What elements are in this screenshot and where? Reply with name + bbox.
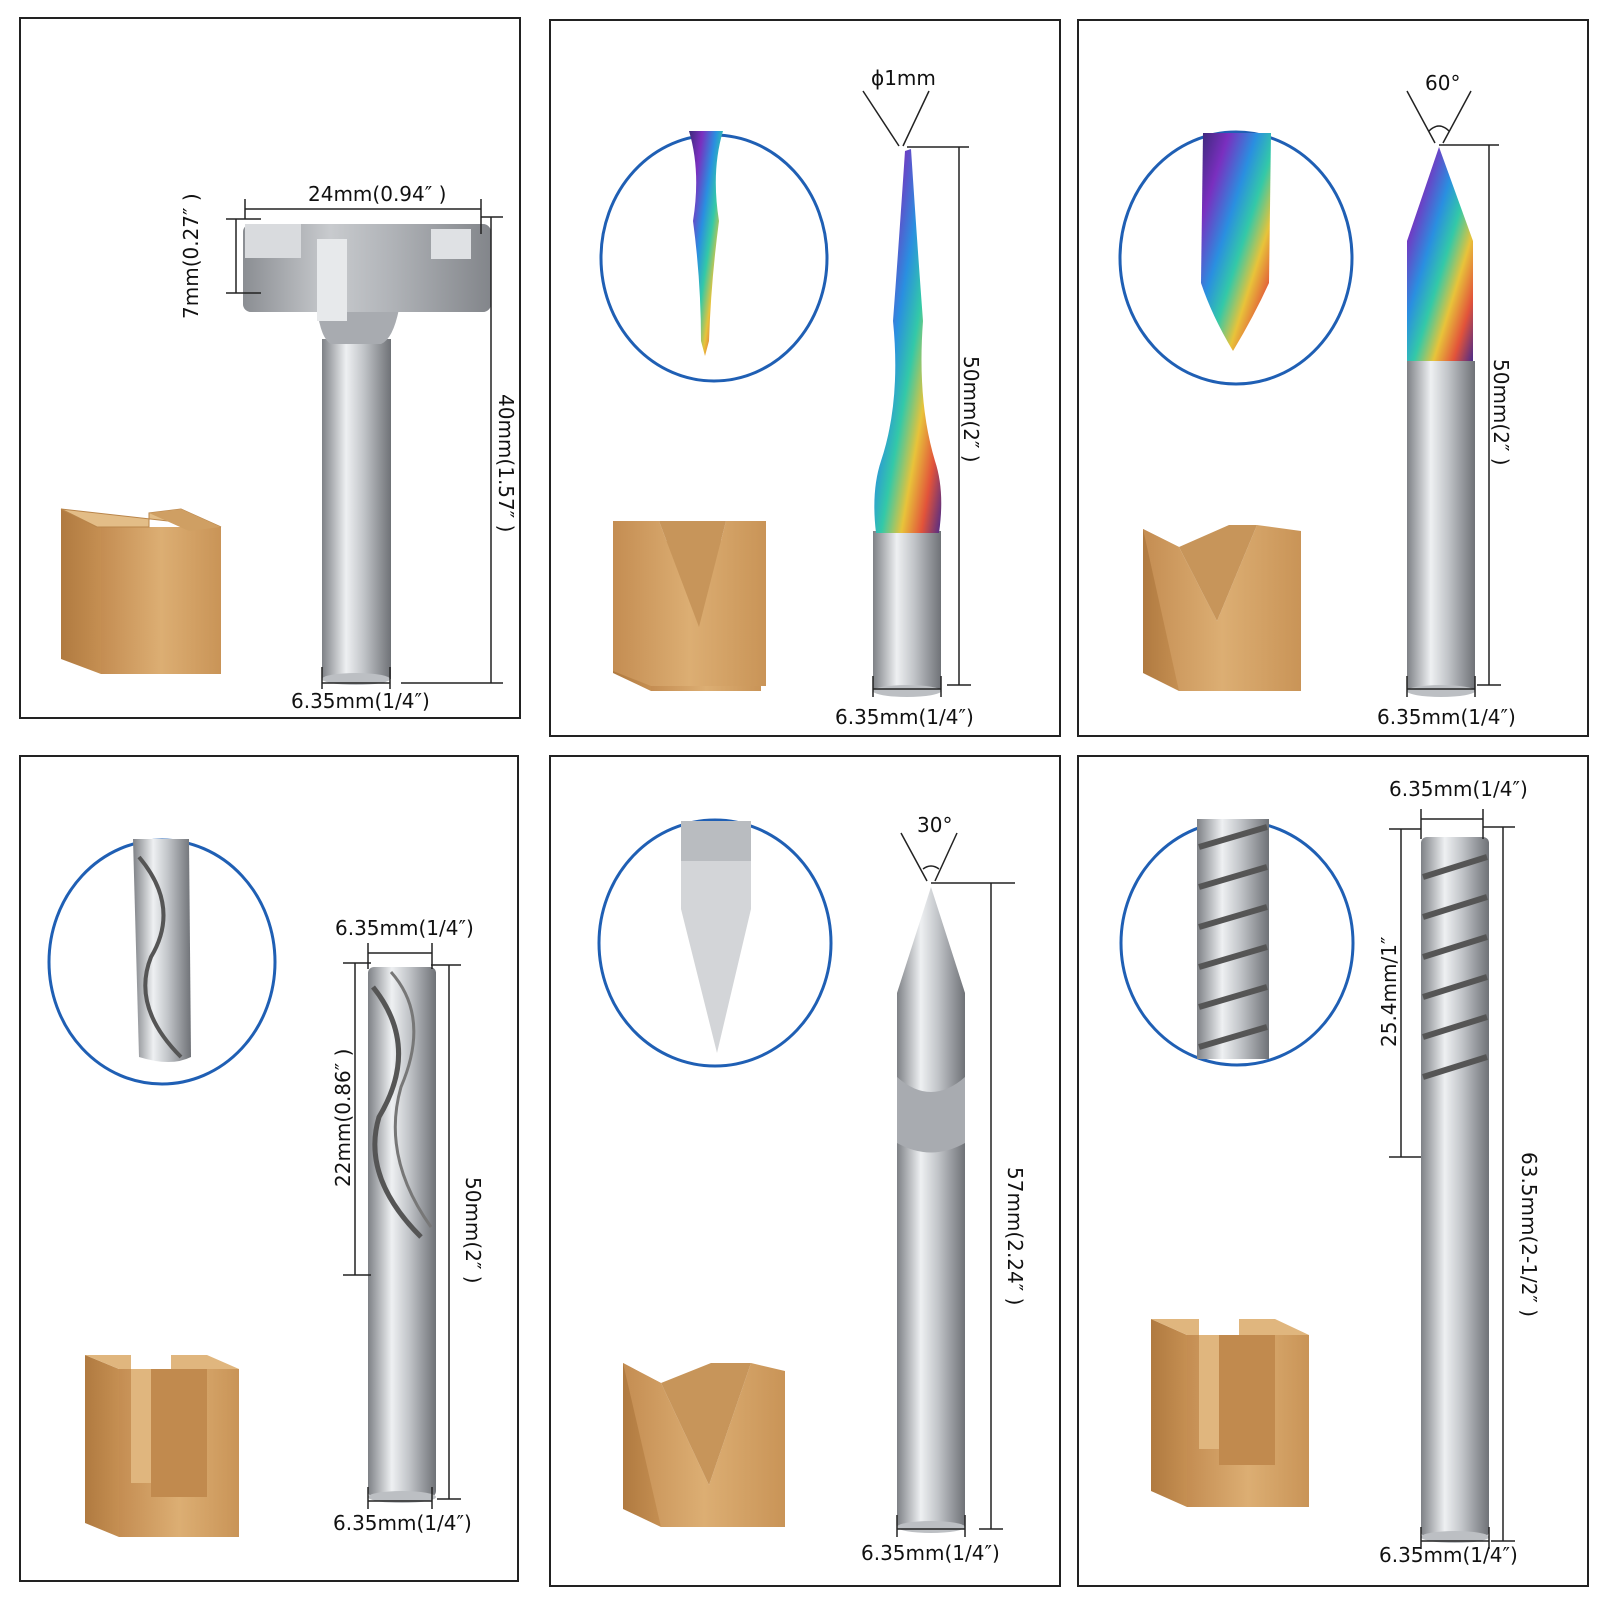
width-label: 24mm(0.94″ ) xyxy=(308,182,447,206)
dimension-lines xyxy=(1406,90,1501,697)
diameter-label: 6.35mm(1/4″) xyxy=(335,916,474,940)
panel-t-slot-cutter: 24mm(0.94″ ) 7mm(0.27″ ) 40mm(1.57″ ) 6.… xyxy=(19,17,521,719)
wood-block-slot xyxy=(85,1355,239,1537)
length-label: 63.5mm(2-1/2″ ) xyxy=(1517,1152,1541,1318)
tip-label: ϕ1mm xyxy=(871,66,936,90)
panel-engraving-bit-30: 30° 57mm(2.24″ ) 6.35mm(1/4″) xyxy=(549,755,1061,1587)
end-mill-bit xyxy=(368,967,436,1503)
shank-label: 6.35mm(1/4″) xyxy=(333,1511,472,1535)
wood-block-v-groove xyxy=(613,521,766,691)
length-label: 57mm(2.24″ ) xyxy=(1003,1167,1027,1306)
wood-block-slot xyxy=(1151,1319,1309,1507)
tapered-ball-nose-drawing xyxy=(599,90,971,697)
v-bit-60-drawing xyxy=(1118,90,1501,697)
wood-block-rabbet xyxy=(60,508,222,674)
dimension-lines xyxy=(226,199,503,689)
height-label: 7mm(0.27″ ) xyxy=(179,193,203,319)
tapered-bit xyxy=(873,149,942,697)
dimension-lines xyxy=(862,90,971,697)
panel-tapered-ball-nose: ϕ1mm 50mm(2″ ) 6.35mm(1/4″) xyxy=(549,19,1061,737)
dimension-lines xyxy=(1389,809,1515,1549)
panel-single-flute-spiral: 6.35mm(1/4″) 25.4mm/1″ 63.5mm(2-1/2″ ) 6… xyxy=(1077,755,1589,1587)
shank-label: 6.35mm(1/4″) xyxy=(291,689,430,713)
length-label: 50mm(2″ ) xyxy=(959,356,983,463)
engraving-bit xyxy=(897,887,965,1533)
engraving-bit-30-drawing xyxy=(597,818,1015,1537)
cut-length-label: 25.4mm/1″ xyxy=(1377,936,1401,1047)
detail-circle xyxy=(1118,130,1354,386)
shank-label: 6.35mm(1/4″) xyxy=(1377,705,1516,729)
diameter-label: 6.35mm(1/4″) xyxy=(1389,777,1528,801)
t-slot-cutter-drawing xyxy=(60,199,503,689)
angle-label: 60° xyxy=(1425,71,1461,95)
cut-length-label: 22mm(0.86″ ) xyxy=(331,1048,355,1187)
panel-v-bit-60: 60° 50mm(2″ ) 6.35mm(1/4″) xyxy=(1077,19,1589,737)
t-slot-cutter-bit xyxy=(243,224,491,685)
panel-two-flute-end-mill: 6.35mm(1/4″) 22mm(0.86″ ) 50mm(2″ ) 6.35… xyxy=(19,755,519,1582)
shank-label: 6.35mm(1/4″) xyxy=(1379,1543,1518,1567)
shank-label: 6.35mm(1/4″) xyxy=(835,705,974,729)
single-flute-spiral-drawing xyxy=(1119,809,1515,1549)
length-label: 50mm(2″ ) xyxy=(461,1177,485,1284)
spiral-bit xyxy=(1421,837,1489,1543)
detail-circle xyxy=(597,818,833,1068)
angle-label: 30° xyxy=(917,813,953,837)
v-bit xyxy=(1407,147,1475,697)
length-label: 50mm(2″ ) xyxy=(1489,359,1513,466)
length-label: 40mm(1.57″ ) xyxy=(494,394,518,533)
dimension-lines xyxy=(343,943,461,1509)
shank-label: 6.35mm(1/4″) xyxy=(861,1541,1000,1565)
dimension-lines xyxy=(896,832,1015,1537)
two-flute-end-mill-drawing xyxy=(47,838,461,1537)
wood-block-v-groove xyxy=(623,1363,785,1527)
wood-block-v-groove xyxy=(1143,525,1301,691)
